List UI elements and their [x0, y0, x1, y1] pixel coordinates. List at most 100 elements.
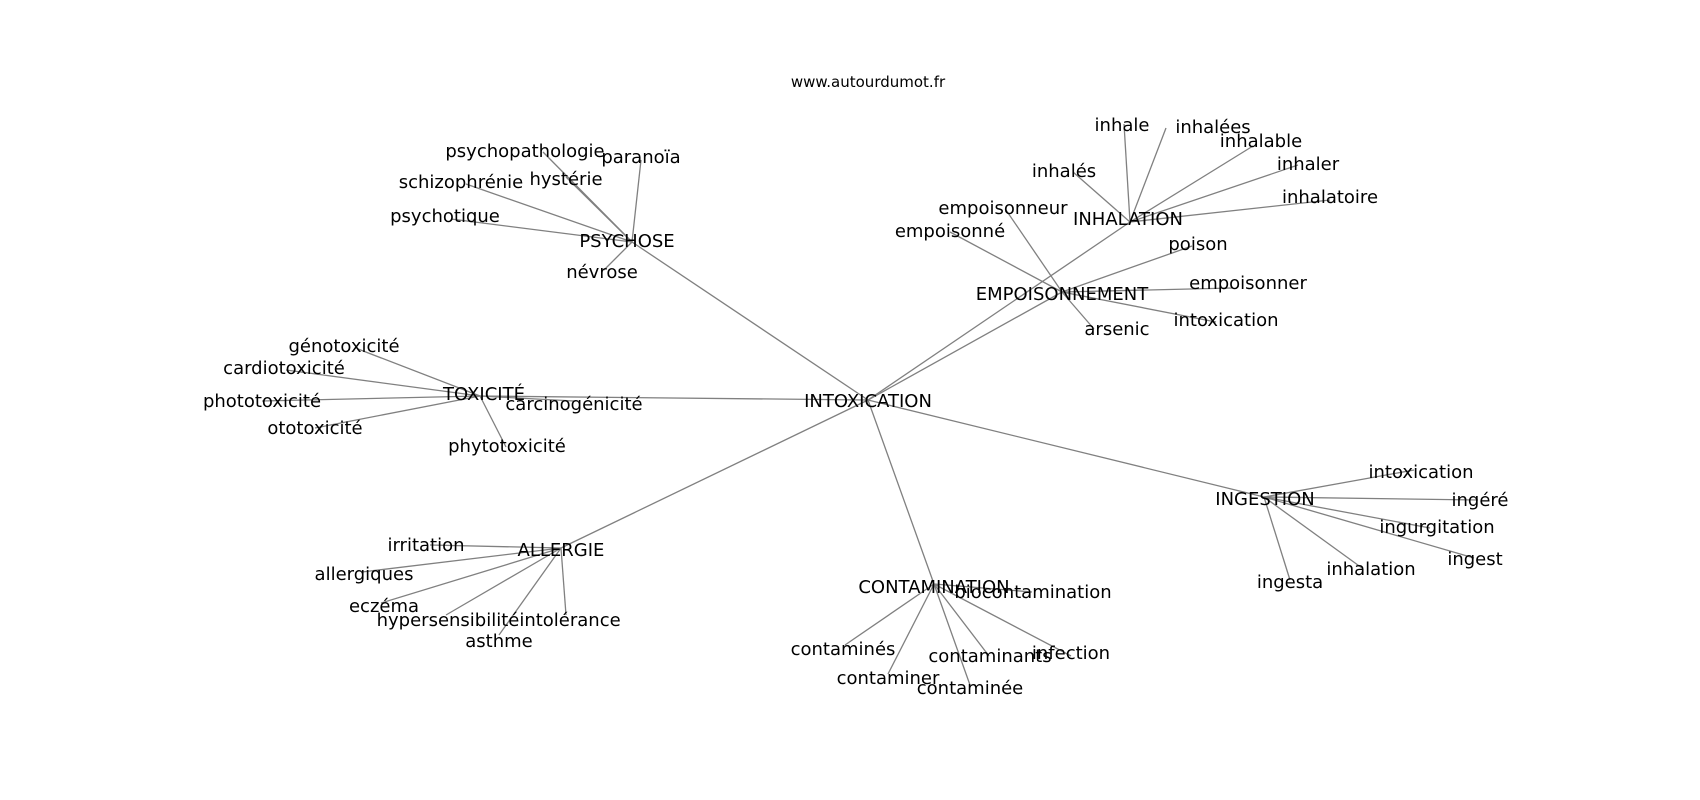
leaf-node-ototoxicite[interactable]: ototoxicité [267, 418, 362, 439]
leaf-node-poison[interactable]: poison [1168, 234, 1227, 255]
leaf-node-inhales[interactable]: inhalés [1032, 161, 1096, 182]
edge-psychose-hysterie [565, 176, 633, 243]
edge-ingestion-ingurgitation [1263, 496, 1431, 529]
hub-node-contamination[interactable]: CONTAMINATION [858, 577, 1009, 598]
leaf-node-ingesta[interactable]: ingesta [1257, 572, 1323, 593]
hub-node-empoisonnement[interactable]: EMPOISONNEMENT [976, 284, 1149, 305]
leaf-node-allergiques[interactable]: allergiques [315, 564, 414, 585]
edge-toxicite-carcinogenicite [479, 395, 575, 402]
leaf-node-genotoxicite[interactable]: génotoxicité [288, 336, 399, 357]
leaf-node-phototoxicite[interactable]: phototoxicité [203, 391, 321, 412]
edge-center-ingestion [867, 399, 1265, 498]
site-url: www.autourdumot.fr [791, 73, 946, 91]
leaf-node-empoisonne[interactable]: empoisonné [895, 221, 1005, 242]
graph-labels: INTOXICATION PSYCHOSE psychopathologiepara… [203, 115, 1509, 699]
leaf-node-contaminer[interactable]: contaminer [837, 668, 940, 689]
leaf-node-arsenic[interactable]: arsenic [1084, 319, 1149, 340]
leaf-node-inhalable[interactable]: inhalable [1220, 131, 1302, 152]
leaf-node-inhalees[interactable]: inhalées [1175, 117, 1250, 138]
edge-ingestion-ingere [1263, 496, 1479, 501]
leaf-node-ingest[interactable]: ingest [1447, 549, 1502, 570]
edge-center-empoisonnement [867, 291, 1063, 401]
leaf-node-ingere[interactable]: ingéré [1452, 490, 1509, 511]
edge-ingestion-ingest [1263, 496, 1475, 559]
hub-node-toxicite[interactable]: TOXICITÉ [442, 383, 525, 405]
leaf-node-intolerance[interactable]: intolérance [519, 610, 620, 631]
leaf-node-inhale[interactable]: inhale [1095, 115, 1150, 136]
leaf-node-intoxication[interactable]: intoxication [1369, 462, 1474, 483]
hub-node-ingestion[interactable]: INGESTION [1215, 489, 1314, 510]
edge-ingestion-inhalation [1263, 496, 1363, 569]
edge-contamination-contamines [844, 583, 935, 646]
leaf-node-contaminants[interactable]: contaminants [928, 646, 1051, 667]
graph-edges [261, 123, 1479, 686]
leaf-node-intoxication[interactable]: intoxication [1174, 310, 1279, 331]
leaf-node-cardiotoxicite[interactable]: cardiotoxicité [223, 358, 345, 379]
edge-allergie-eczema [380, 547, 562, 604]
leaf-node-phytotoxicite[interactable]: phytotoxicité [448, 436, 566, 457]
edge-toxicite-genotoxicite [357, 348, 481, 397]
edge-inhalation-inhalable [1129, 145, 1254, 223]
edge-allergie-allergiques [361, 547, 562, 573]
leaf-node-asthme[interactable]: asthme [465, 631, 532, 652]
leaf-node-empoisonner[interactable]: empoisonner [1189, 273, 1307, 294]
leaf-node-inhalatoire[interactable]: inhalatoire [1282, 187, 1378, 208]
hub-node-inhalation[interactable]: INHALATION [1073, 209, 1183, 230]
edge-empoisonnement-empoisonne [949, 231, 1063, 293]
leaf-node-carcinogenicite[interactable]: carcinogénicité [505, 394, 642, 415]
edge-toxicite-phytotoxicite [479, 395, 507, 448]
leaf-node-hypersensibilite[interactable]: hypersensibilité [377, 610, 520, 631]
leaf-node-inhalation[interactable]: inhalation [1326, 559, 1415, 580]
edge-allergie-hypersensibilite [445, 547, 562, 616]
edge-toxicite-phototoxicite [261, 395, 481, 402]
leaf-node-biocontamination[interactable]: biocontamination [954, 582, 1111, 603]
edge-inhalation-inhaler [1129, 164, 1299, 223]
hub-node-psychose[interactable]: PSYCHOSE [579, 231, 674, 252]
edge-empoisonnement-intoxication [1061, 291, 1217, 323]
leaf-node-contaminee[interactable]: contaminée [917, 678, 1024, 699]
edge-contamination-contaminer [887, 583, 935, 675]
edge-inhalation-inhalees [1129, 127, 1167, 223]
edge-ingestion-intoxication [1263, 469, 1415, 498]
edge-center-toxicite [479, 395, 869, 401]
leaf-node-inhaler[interactable]: inhaler [1277, 154, 1340, 175]
edge-contamination-contaminee [933, 583, 971, 686]
leaf-node-irritation[interactable]: irritation [387, 535, 464, 556]
edge-contamination-biocontamination [933, 583, 1033, 593]
leaf-node-nevrose[interactable]: névrose [566, 262, 638, 283]
edge-ingestion-ingesta [1263, 496, 1291, 581]
edge-psychose-paranoia [631, 159, 642, 243]
leaf-node-empoisonneur[interactable]: empoisonneur [938, 198, 1068, 219]
edge-contamination-infection [933, 583, 1072, 657]
leaf-node-infection[interactable]: infection [1032, 643, 1110, 664]
edge-psychose-psychotique [450, 218, 633, 243]
leaf-node-psychopathologie[interactable]: psychopathologie [445, 141, 604, 162]
edge-empoisonnement-empoisonneur [1005, 209, 1063, 293]
edge-inhalation-inhales [1072, 171, 1131, 223]
leaf-node-psychotique[interactable]: psychotique [390, 206, 500, 227]
hub-node-allergie[interactable]: ALLERGIE [518, 540, 605, 561]
edge-empoisonnement-empoisonner [1061, 287, 1233, 293]
edge-toxicite-ototoxicite [314, 395, 481, 429]
edge-allergie-asthme [498, 547, 562, 636]
leaf-node-contamines[interactable]: contaminés [791, 639, 896, 660]
leaf-node-hysterie[interactable]: hystérie [529, 169, 602, 190]
leaf-node-paranoia[interactable]: paranoïa [601, 147, 680, 168]
edge-psychose-schizophrenie [465, 183, 633, 243]
center-node-intoxication[interactable]: INTOXICATION [804, 391, 932, 412]
leaf-node-ingurgitation[interactable]: ingurgitation [1379, 517, 1494, 538]
edge-empoisonnement-poison [1061, 245, 1193, 293]
leaf-node-eczema[interactable]: eczéma [349, 596, 419, 617]
leaf-node-schizophrenie[interactable]: schizophrénie [399, 172, 524, 193]
edge-center-psychose [631, 241, 869, 401]
edge-empoisonnement-arsenic [1061, 291, 1095, 330]
edge-inhalation-inhalatoire [1129, 199, 1331, 223]
edge-center-inhalation [867, 221, 1131, 401]
edge-toxicite-cardiotoxicite [285, 369, 481, 397]
edge-center-contamination [867, 399, 935, 585]
edge-psychose-nevrose [603, 241, 633, 271]
edge-inhalation-inhale [1123, 123, 1131, 223]
edge-allergie-intolerance [560, 547, 567, 616]
edge-contamination-contaminants [933, 583, 990, 657]
